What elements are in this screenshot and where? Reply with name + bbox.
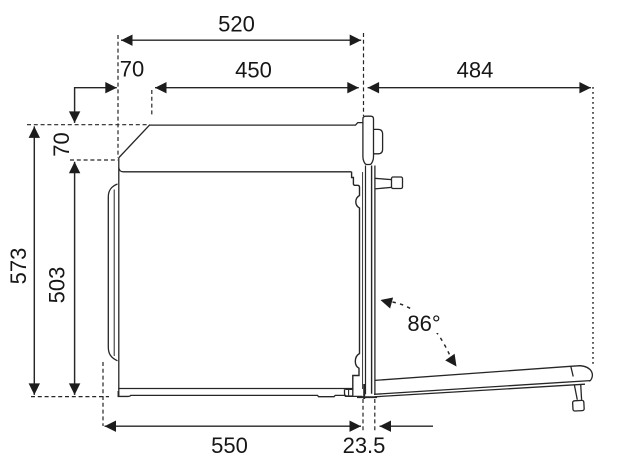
svg-text:450: 450 xyxy=(235,58,272,83)
svg-text:503: 503 xyxy=(45,267,70,304)
svg-text:573: 573 xyxy=(6,248,31,285)
svg-text:23.5: 23.5 xyxy=(343,433,386,458)
svg-text:550: 550 xyxy=(211,433,248,458)
svg-text:520: 520 xyxy=(218,12,255,37)
svg-text:70: 70 xyxy=(120,57,144,82)
svg-text:70: 70 xyxy=(49,132,74,156)
svg-text:86°: 86° xyxy=(407,311,440,336)
svg-text:484: 484 xyxy=(457,58,494,83)
